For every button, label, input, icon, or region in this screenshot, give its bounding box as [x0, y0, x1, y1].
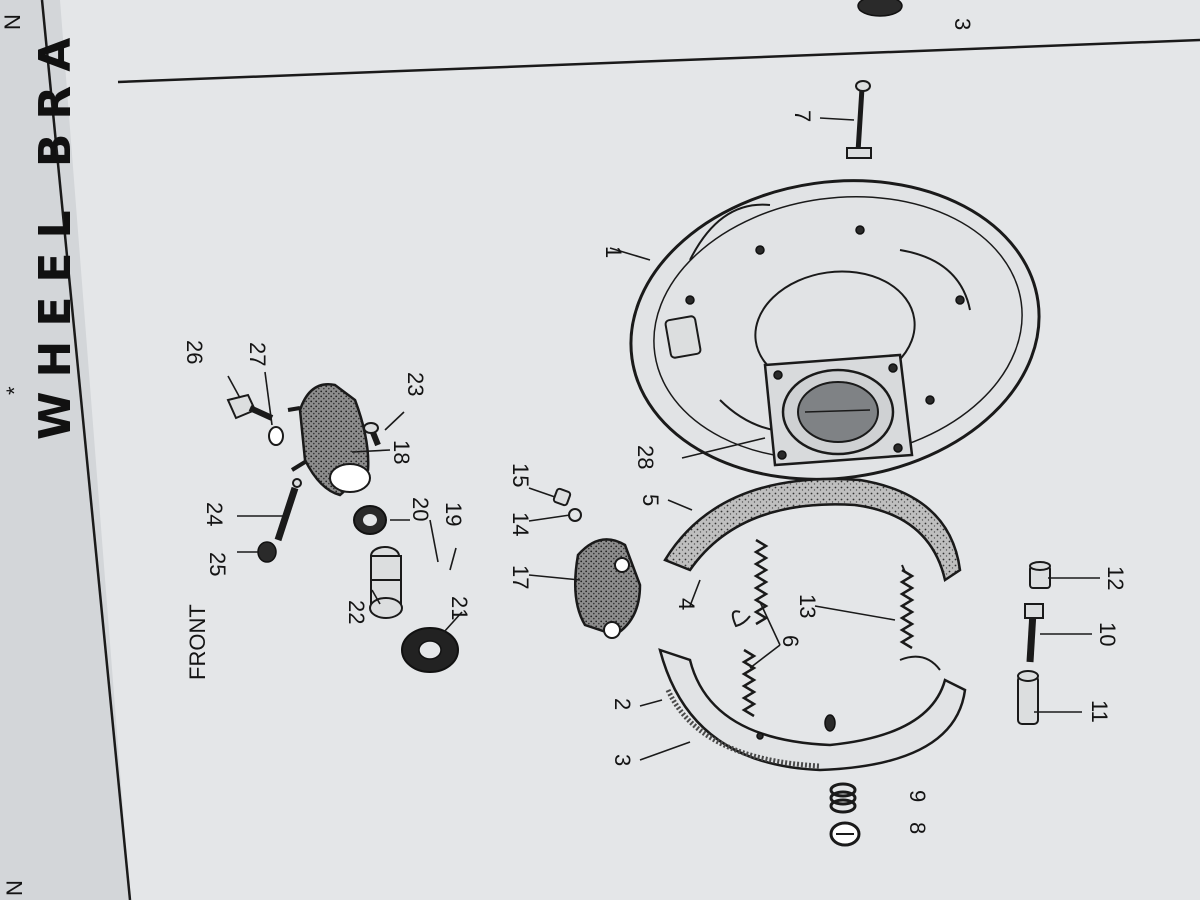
callout-3: 3 [610, 754, 635, 766]
backing-plate [629, 179, 1041, 481]
master-cylinder [287, 383, 371, 497]
seal-20 [353, 505, 387, 535]
callout-12: 12 [1103, 566, 1128, 590]
callout-14: 14 [508, 512, 533, 536]
page-margin [0, 0, 130, 900]
callout-21: 21 [447, 596, 472, 620]
shoe-springs [731, 538, 915, 718]
cap-12 [1029, 561, 1051, 589]
leader-lines [227, 117, 1100, 761]
pin [363, 422, 381, 447]
callout-9: 9 [905, 790, 930, 802]
washer-8 [829, 821, 861, 847]
callout-4: 4 [674, 598, 699, 610]
spring-9 [829, 782, 857, 814]
callout-18: 18 [389, 440, 414, 464]
title-prefix: * [2, 386, 27, 395]
bleed-screw [257, 478, 302, 563]
callout-10: 10 [1095, 622, 1120, 646]
sleeve-11 [1017, 670, 1039, 725]
callout-24: 24 [202, 502, 227, 526]
callout-20: 20 [408, 497, 433, 521]
callout-17: 17 [508, 565, 533, 589]
hub-plate [763, 353, 914, 467]
callout-23: 23 [403, 372, 428, 396]
bolt [846, 80, 872, 159]
callout-2: 2 [610, 698, 635, 710]
piston-22 [369, 546, 403, 619]
page-title: WHEEL BRA [30, 24, 81, 440]
callout-25: 25 [205, 552, 230, 576]
fitting-bolt [226, 393, 274, 421]
margin-rule [40, 0, 132, 900]
copper-washer [268, 426, 284, 446]
callout-22: 22 [344, 600, 369, 624]
adjuster-10 [1024, 603, 1044, 663]
brake-shoe-upper [663, 477, 962, 583]
callout-numbers: 1 2 3 4 5 6 7 8 9 10 11 12 13 14 15 17 1… [182, 110, 1128, 834]
callout-1: 1 [601, 246, 626, 258]
corner-letter-top: N [0, 14, 25, 30]
brake-shoe-lower [658, 648, 967, 772]
callout-13: 13 [795, 594, 820, 618]
callout-7: 7 [790, 110, 815, 122]
front-label: FRONT [185, 604, 210, 680]
partial-part-top-right [857, 0, 903, 17]
corner-callout-3: 3 [950, 18, 975, 30]
callout-28: 28 [633, 445, 658, 469]
wheel-cylinder [573, 538, 642, 639]
corner-letter-bottom: N [2, 880, 27, 896]
header-rule [117, 38, 1200, 84]
callout-15: 15 [508, 463, 533, 487]
callout-26: 26 [182, 340, 207, 364]
callout-19: 19 [441, 502, 466, 526]
callout-27: 27 [245, 342, 270, 366]
callout-8: 8 [905, 822, 930, 834]
callout-11: 11 [1087, 700, 1112, 723]
callout-5: 5 [638, 494, 663, 506]
callout-6: 6 [778, 635, 803, 647]
seal-21 [401, 627, 459, 673]
